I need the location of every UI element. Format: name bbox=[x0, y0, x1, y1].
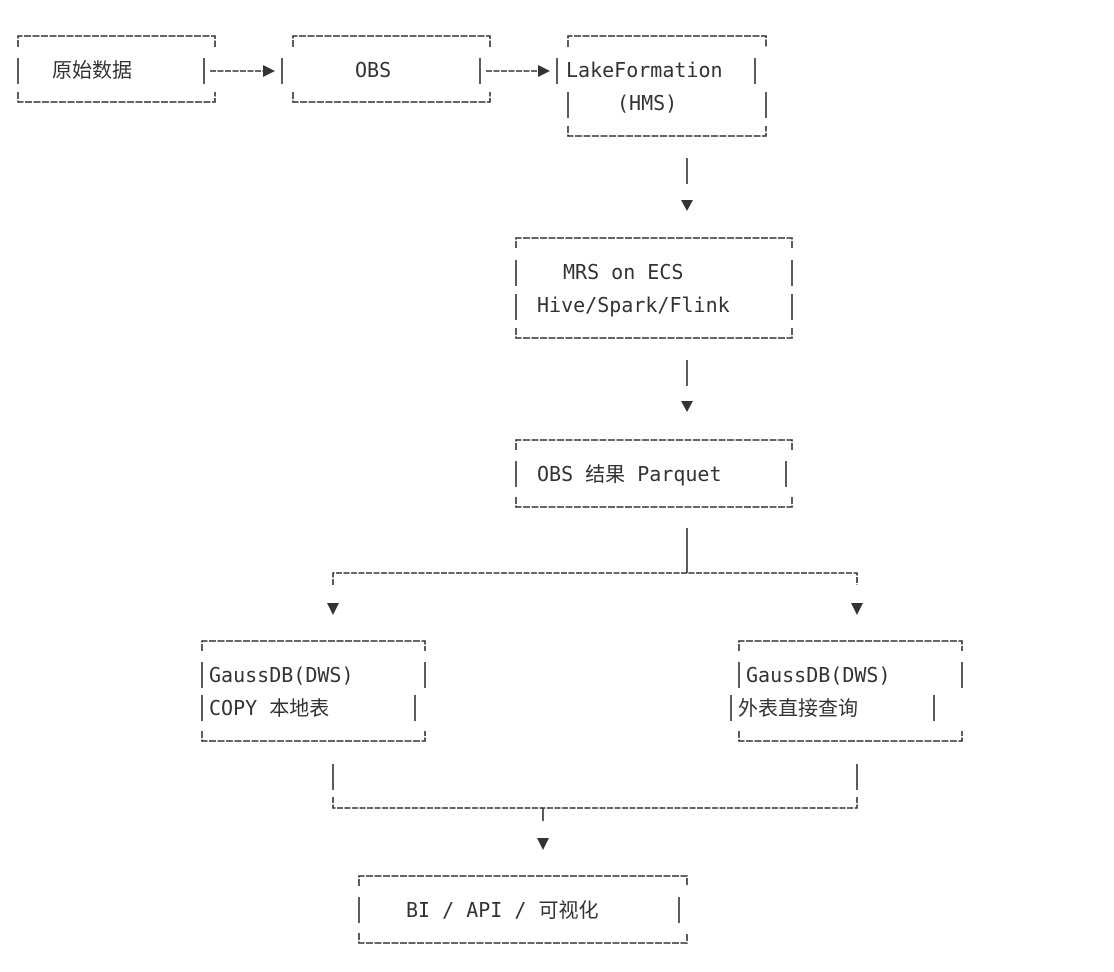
arrow-raw-to-obs bbox=[210, 65, 275, 77]
dws-external-label-line2: 外表直接查询 bbox=[738, 696, 858, 720]
node-obs: OBS bbox=[281, 35, 491, 103]
obs-result-label: OBS 结果 Parquet bbox=[537, 462, 722, 486]
merge-connector bbox=[332, 764, 858, 850]
node-raw-data: 原始数据 bbox=[17, 35, 216, 103]
node-lakeformation: LakeFormation (HMS) bbox=[556, 35, 767, 137]
arrow-lakeformation-to-mrs bbox=[681, 158, 693, 211]
dws-external-label-line1: GaussDB(DWS) bbox=[746, 663, 891, 687]
dws-copy-label-line1: GaussDB(DWS) bbox=[209, 663, 354, 687]
lakeformation-label-line1: LakeFormation bbox=[566, 58, 723, 82]
output-label: BI / API / 可视化 bbox=[406, 898, 598, 922]
arrow-mrs-to-obs-result bbox=[681, 360, 693, 412]
mrs-label-line1: MRS on ECS bbox=[563, 260, 683, 284]
dws-copy-label-line2: COPY 本地表 bbox=[209, 696, 329, 720]
lakeformation-label-line2: (HMS) bbox=[617, 91, 677, 115]
node-obs-result: OBS 结果 Parquet bbox=[515, 439, 793, 508]
raw-data-label: 原始数据 bbox=[52, 58, 132, 82]
node-output: BI / API / 可视化 bbox=[358, 875, 688, 944]
node-dws-external: GaussDB(DWS) 外表直接查询 bbox=[730, 640, 963, 742]
arrow-obs-to-lakeformation bbox=[486, 65, 550, 77]
mrs-label-line2: Hive/Spark/Flink bbox=[537, 293, 730, 317]
node-mrs: MRS on ECS Hive/Spark/Flink bbox=[515, 237, 793, 339]
obs-label: OBS bbox=[355, 58, 391, 82]
node-dws-copy: GaussDB(DWS) COPY 本地表 bbox=[201, 640, 426, 742]
split-connector bbox=[327, 528, 863, 615]
